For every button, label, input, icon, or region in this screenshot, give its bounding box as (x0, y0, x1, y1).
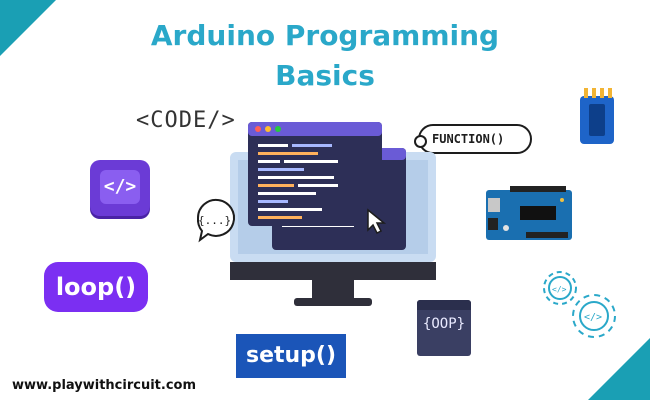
function-tag-label: FUNCTION() (432, 132, 505, 146)
gear-icon: </> </> (543, 271, 616, 338)
arduino-board-icon (486, 186, 572, 240)
loop-tile: loop() (44, 262, 148, 312)
corner-accent-top-left (0, 0, 56, 56)
code-tile: </> (90, 160, 150, 216)
svg-text:</>: </> (552, 285, 567, 294)
page-subtitle: Basics (275, 59, 375, 92)
svg-text:</>: </> (584, 312, 602, 323)
cursor-icon (367, 208, 387, 235)
code-tag-label: <CODE/> (136, 108, 236, 133)
setup-tile: setup() (236, 334, 346, 378)
chat-braces-icon: {...} (196, 198, 235, 243)
chip-icon (580, 96, 614, 144)
corner-accent-bottom-right (588, 338, 650, 400)
code-window-icon (248, 122, 382, 226)
page-title: Arduino Programming (150, 19, 500, 52)
function-tag: FUNCTION() (414, 124, 532, 154)
chip-core (589, 104, 605, 136)
oop-tile-label: {OOP} (422, 316, 466, 332)
code-tile-label: </> (100, 170, 140, 204)
oop-tile: {OOP} (417, 300, 471, 356)
braces-label: {...} (198, 214, 231, 227)
oop-tile-titlebar (417, 300, 471, 310)
chip-pins-icon (584, 88, 612, 98)
tag-hole-icon (414, 135, 427, 148)
monitor-icon: {...} (196, 122, 436, 306)
footer-url[interactable]: www.playwithcircuit.com (12, 378, 197, 393)
